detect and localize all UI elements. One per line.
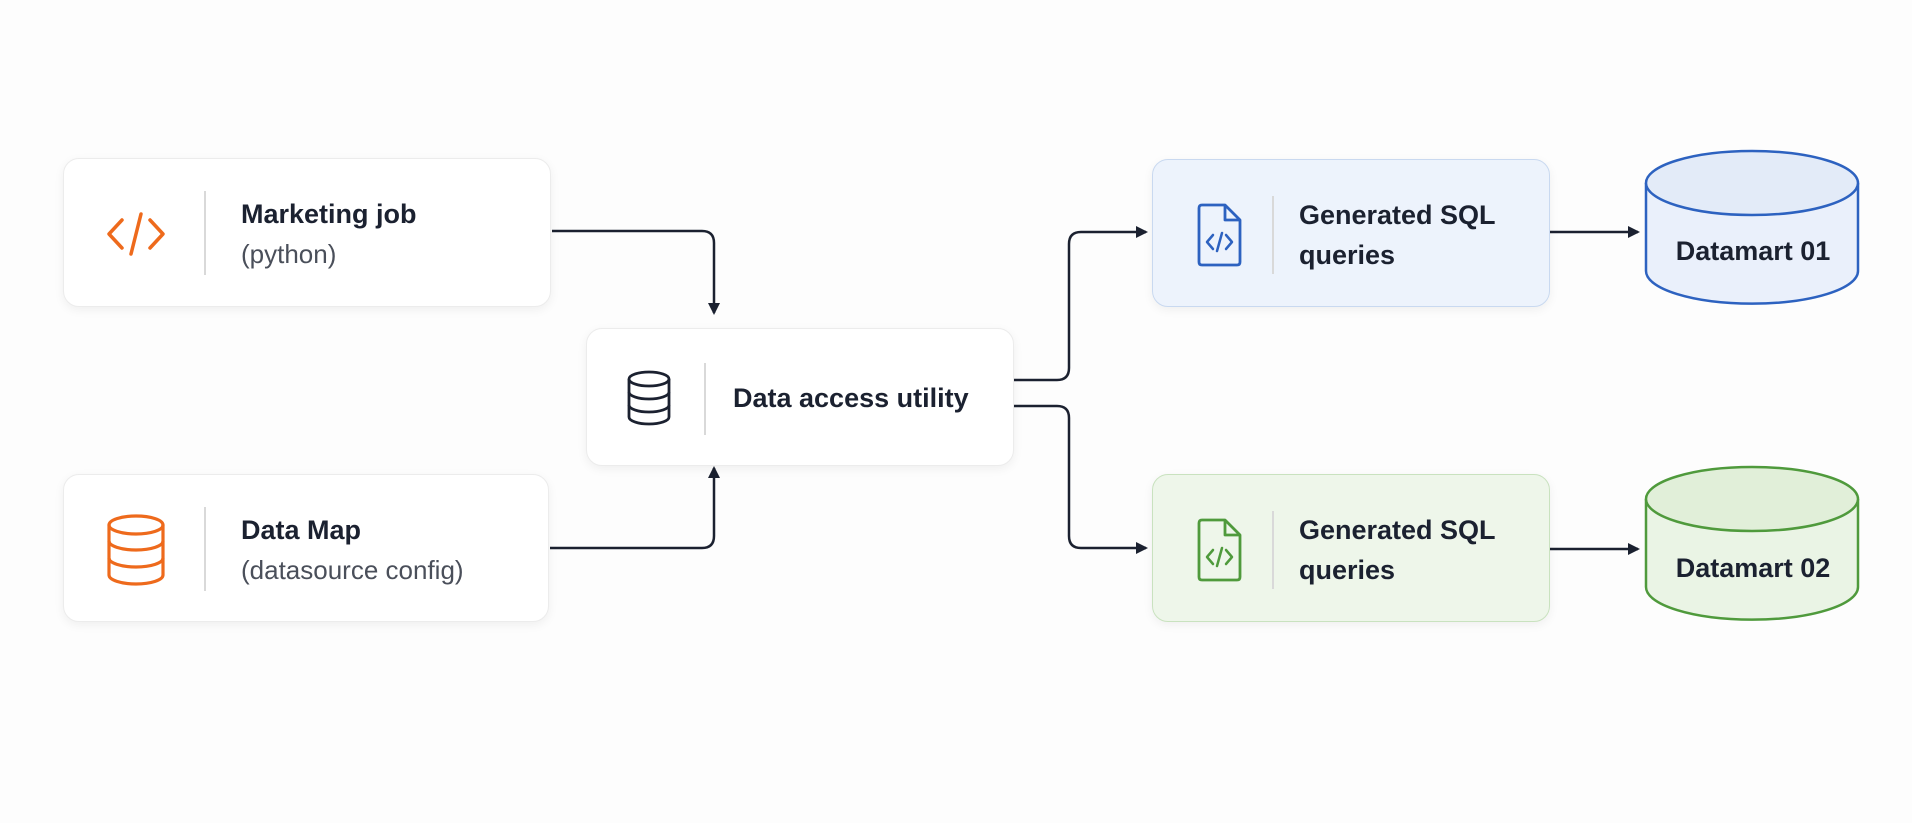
node-data-access-utility[interactable]: Data access utility — [586, 328, 1014, 466]
edge-datamap-to-utility — [550, 466, 720, 550]
node-generated-sql-2[interactable]: Generated SQL queries — [1152, 474, 1550, 622]
database-icon — [107, 514, 165, 586]
node-title: Data Map — [241, 515, 362, 545]
separator — [704, 363, 706, 435]
node-data-map[interactable]: Data Map (datasource config) — [63, 474, 549, 622]
node-generated-sql-1[interactable]: Generated SQL queries — [1152, 159, 1550, 307]
datamart-01-cylinder[interactable] — [1643, 148, 1863, 312]
datamart-02-cylinder[interactable] — [1643, 464, 1863, 628]
node-title: Data access utility — [733, 383, 969, 413]
node-subtitle: (python) — [241, 239, 337, 269]
edge-utility-to-sql2 — [1014, 404, 1148, 554]
node-marketing-job[interactable]: Marketing job (python) — [63, 158, 551, 307]
datamart-01-label: Datamart 01 — [1675, 236, 1831, 266]
node-title: Marketing job — [241, 199, 417, 229]
node-title-line2: queries — [1299, 240, 1396, 270]
separator — [1272, 511, 1274, 589]
node-subtitle: (datasource config) — [241, 555, 464, 585]
node-title-line2: queries — [1299, 555, 1396, 585]
separator — [204, 507, 206, 591]
edge-marketing-to-utility — [552, 229, 720, 315]
node-title-line1: Generated SQL — [1299, 515, 1496, 545]
code-file-icon — [1197, 518, 1242, 582]
separator — [204, 191, 206, 275]
database-icon — [627, 370, 671, 426]
code-icon — [107, 212, 165, 256]
edge-utility-to-sql1 — [1014, 226, 1148, 382]
code-file-icon — [1197, 203, 1242, 267]
node-title-line1: Generated SQL — [1299, 200, 1496, 230]
separator — [1272, 196, 1274, 274]
datamart-02-label: Datamart 02 — [1675, 553, 1831, 583]
